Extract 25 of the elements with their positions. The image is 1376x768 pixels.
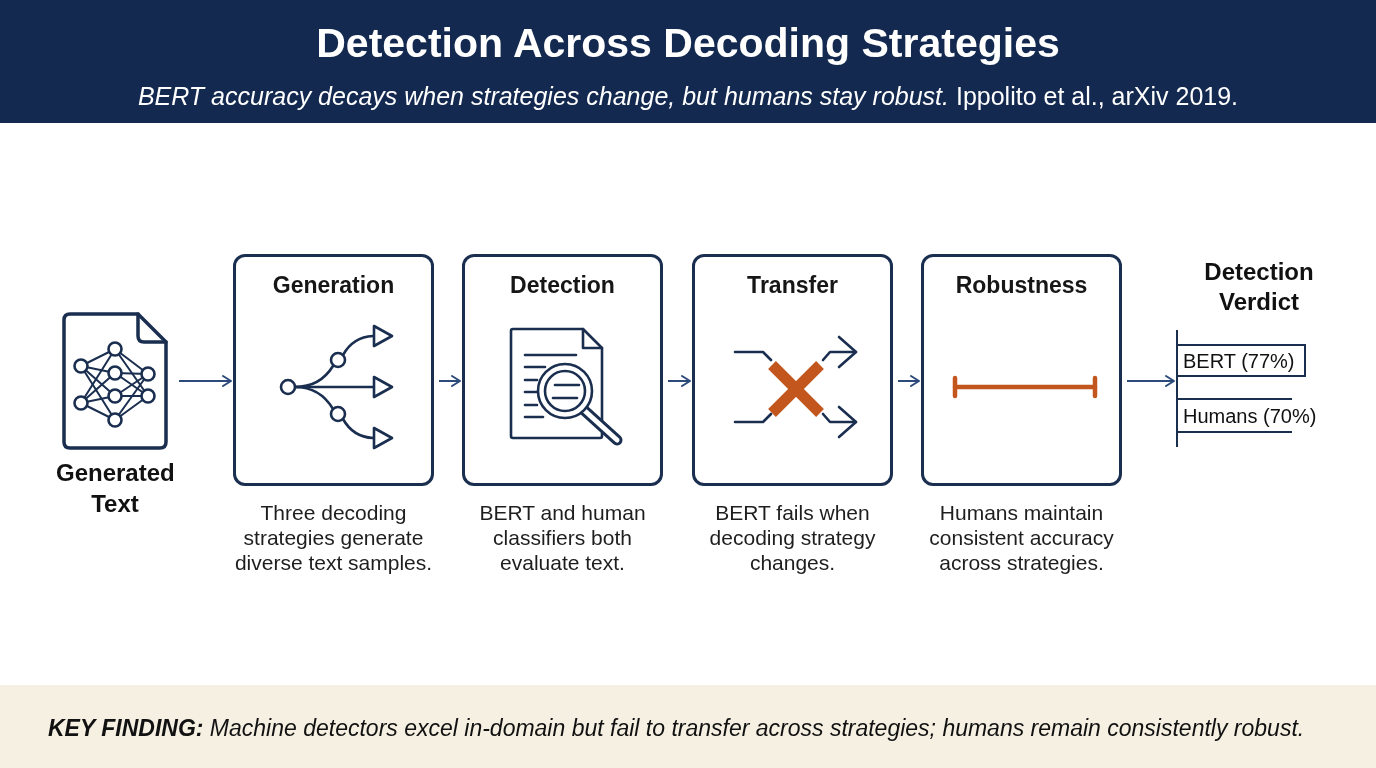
process-box — [921, 254, 1122, 486]
arrow — [897, 375, 920, 387]
score-bar — [1178, 344, 1306, 377]
subtitle: BERT accuracy decays when strategies change, but humans stay robust. Ippolito et al., arXiv 2019. — [136, 81, 1240, 112]
title: Detection Across Decoding Strategies — [315, 19, 1061, 68]
arrow — [178, 375, 232, 387]
box-title: Robustness — [954, 271, 1089, 299]
box-title: Generation — [271, 271, 396, 299]
arrow — [438, 375, 461, 387]
node-caption: Humans maintain consistent accuracy across strategies. — [928, 500, 1115, 575]
bar-label: Humans (70%) — [1183, 403, 1317, 428]
process-box — [462, 254, 663, 486]
arrow — [667, 375, 691, 387]
node-caption: BERT and human classifiers both evaluate text. — [478, 500, 647, 575]
key-finding-text: KEY FINDING: Machine detectors excel in-domain but fail to transfer across strategies; humans remain consistently robust. — [48, 714, 1305, 743]
node-caption: Three decoding strategies generate diverse text samples. — [233, 500, 434, 575]
panel-heading: Detection Verdict — [1203, 257, 1315, 317]
process-box — [692, 254, 893, 486]
box-title: Transfer — [746, 271, 839, 299]
node-caption: BERT fails when decoding strategy changes. — [708, 500, 877, 575]
arrow — [1126, 375, 1175, 387]
bar-label: BERT (77%) — [1183, 348, 1295, 373]
node-label: Generated Text — [56, 458, 174, 519]
process-box — [233, 254, 434, 486]
box-title: Detection — [509, 271, 616, 299]
